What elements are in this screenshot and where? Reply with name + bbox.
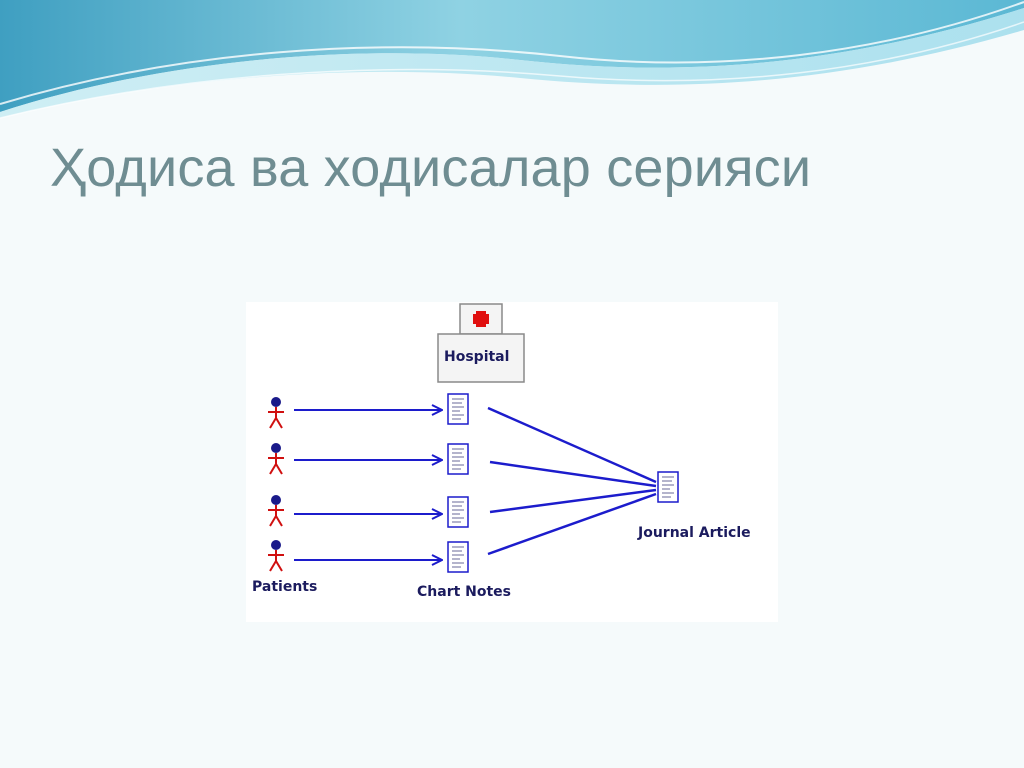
document-icon bbox=[447, 443, 469, 475]
hospital-icon bbox=[437, 303, 525, 383]
note-to-article-line bbox=[489, 460, 657, 488]
journal-article-label: Journal Article bbox=[637, 525, 751, 541]
note-to-article-line bbox=[487, 406, 657, 484]
hospital-label: Hospital bbox=[444, 349, 509, 365]
patients-label: Patients bbox=[252, 579, 317, 595]
person-icon bbox=[267, 442, 285, 475]
diagram-panel: Hospital Patients Chart Notes bbox=[246, 302, 778, 622]
person-icon bbox=[267, 539, 285, 572]
header-wave-decoration bbox=[0, 0, 1024, 119]
note-to-article-line bbox=[487, 492, 657, 556]
document-icon bbox=[447, 393, 469, 425]
document-icon bbox=[447, 496, 469, 528]
person-icon bbox=[267, 494, 285, 527]
document-icon bbox=[657, 471, 679, 503]
slide-title: Ҳодиса ва ходисалар серияси bbox=[50, 138, 812, 198]
chart-notes-label: Chart Notes bbox=[417, 584, 511, 600]
note-to-article-line bbox=[489, 488, 657, 514]
document-icon bbox=[447, 541, 469, 573]
person-icon bbox=[267, 396, 285, 429]
event-series-diagram: Hospital Patients Chart Notes bbox=[252, 303, 751, 600]
